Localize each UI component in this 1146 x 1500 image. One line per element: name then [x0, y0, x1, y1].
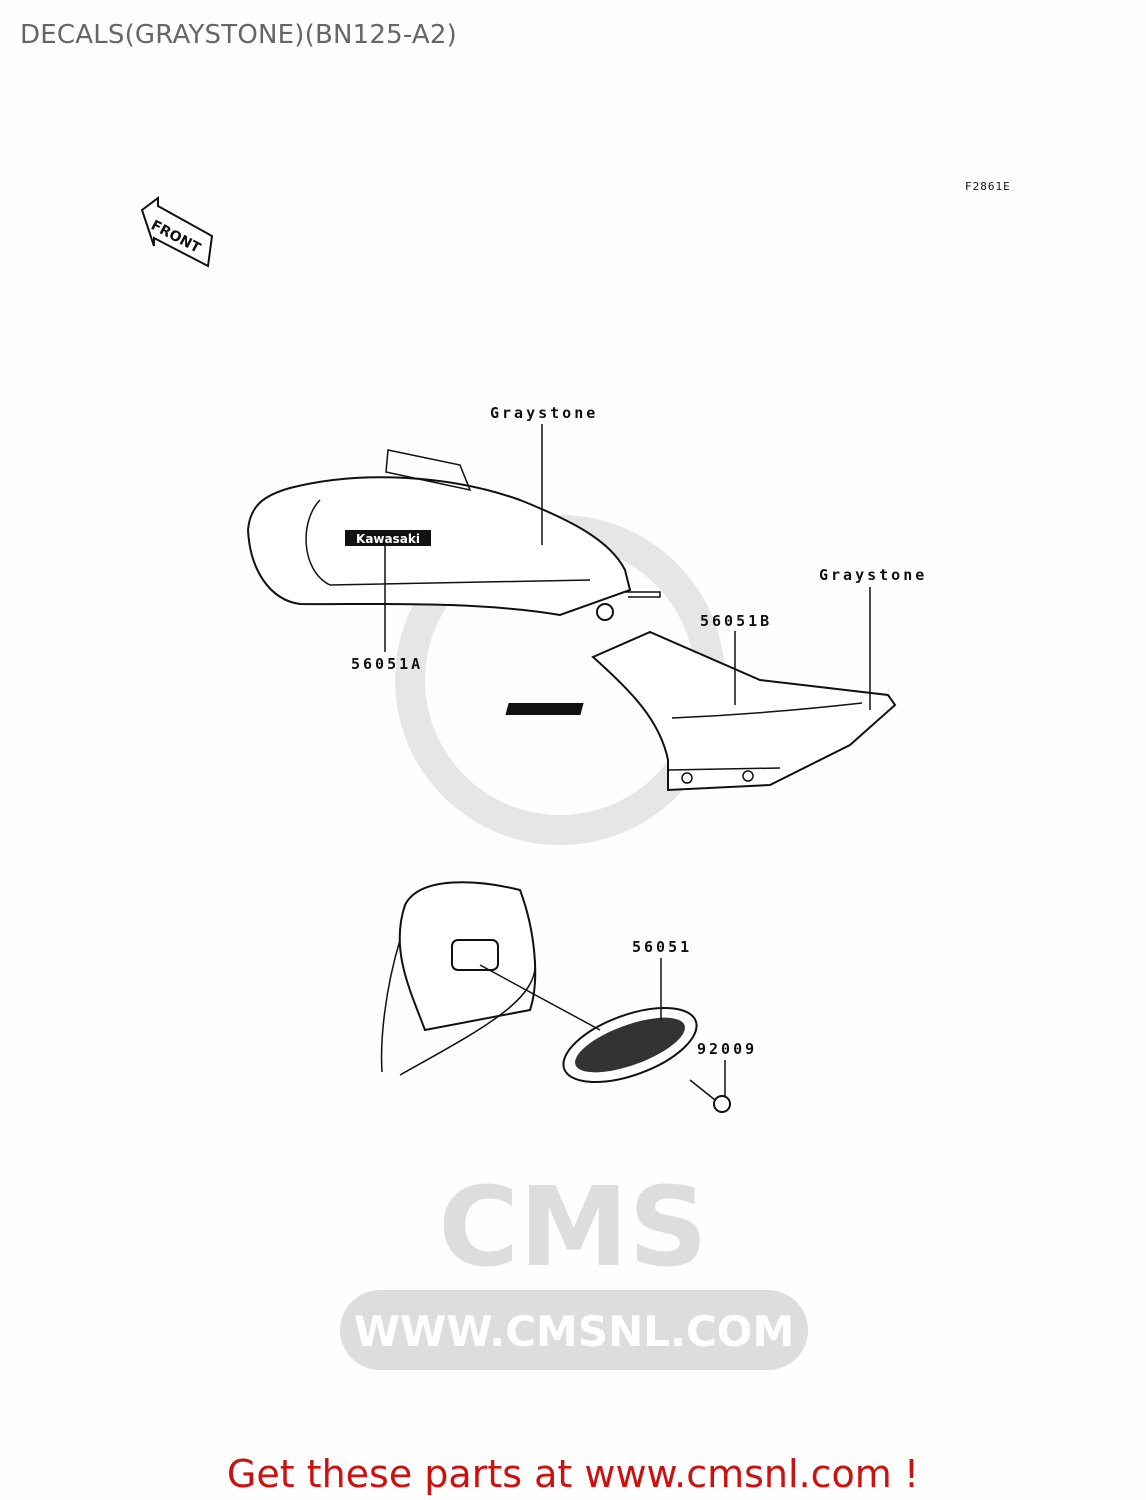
side-cover — [505, 630, 897, 792]
footer-link[interactable]: Get these parts at www.cmsnl.com ! — [226, 1452, 920, 1496]
label-56051b: 56051B — [700, 612, 772, 630]
label-tank-color: Graystone — [490, 404, 598, 422]
screw-icon — [689, 1079, 731, 1113]
emblem — [562, 1007, 698, 1083]
cover-decal — [505, 703, 584, 715]
watermark: CMS WWW.CMSNL.COM — [340, 1163, 808, 1370]
label-92009: 92009 — [697, 1040, 757, 1058]
watermark-banner — [340, 1290, 808, 1370]
fuel-tank: Kawasaki — [246, 449, 661, 621]
figure-code: F2861E — [965, 180, 1011, 193]
page-title: DECALS(GRAYSTONE)(BN125-A2) — [20, 20, 457, 50]
decal-text: Kawasaki — [356, 532, 420, 546]
watermark-url: WWW.CMSNL.COM — [354, 1307, 795, 1356]
front-arrow-icon: FRONT — [140, 196, 214, 268]
label-56051: 56051 — [632, 938, 692, 956]
label-cover-color: Graystone — [819, 566, 927, 584]
label-56051a: 56051A — [351, 655, 423, 673]
watermark-logo: CMS — [438, 1163, 707, 1291]
kawasaki-decal — [345, 530, 431, 546]
backrest — [380, 881, 537, 1076]
